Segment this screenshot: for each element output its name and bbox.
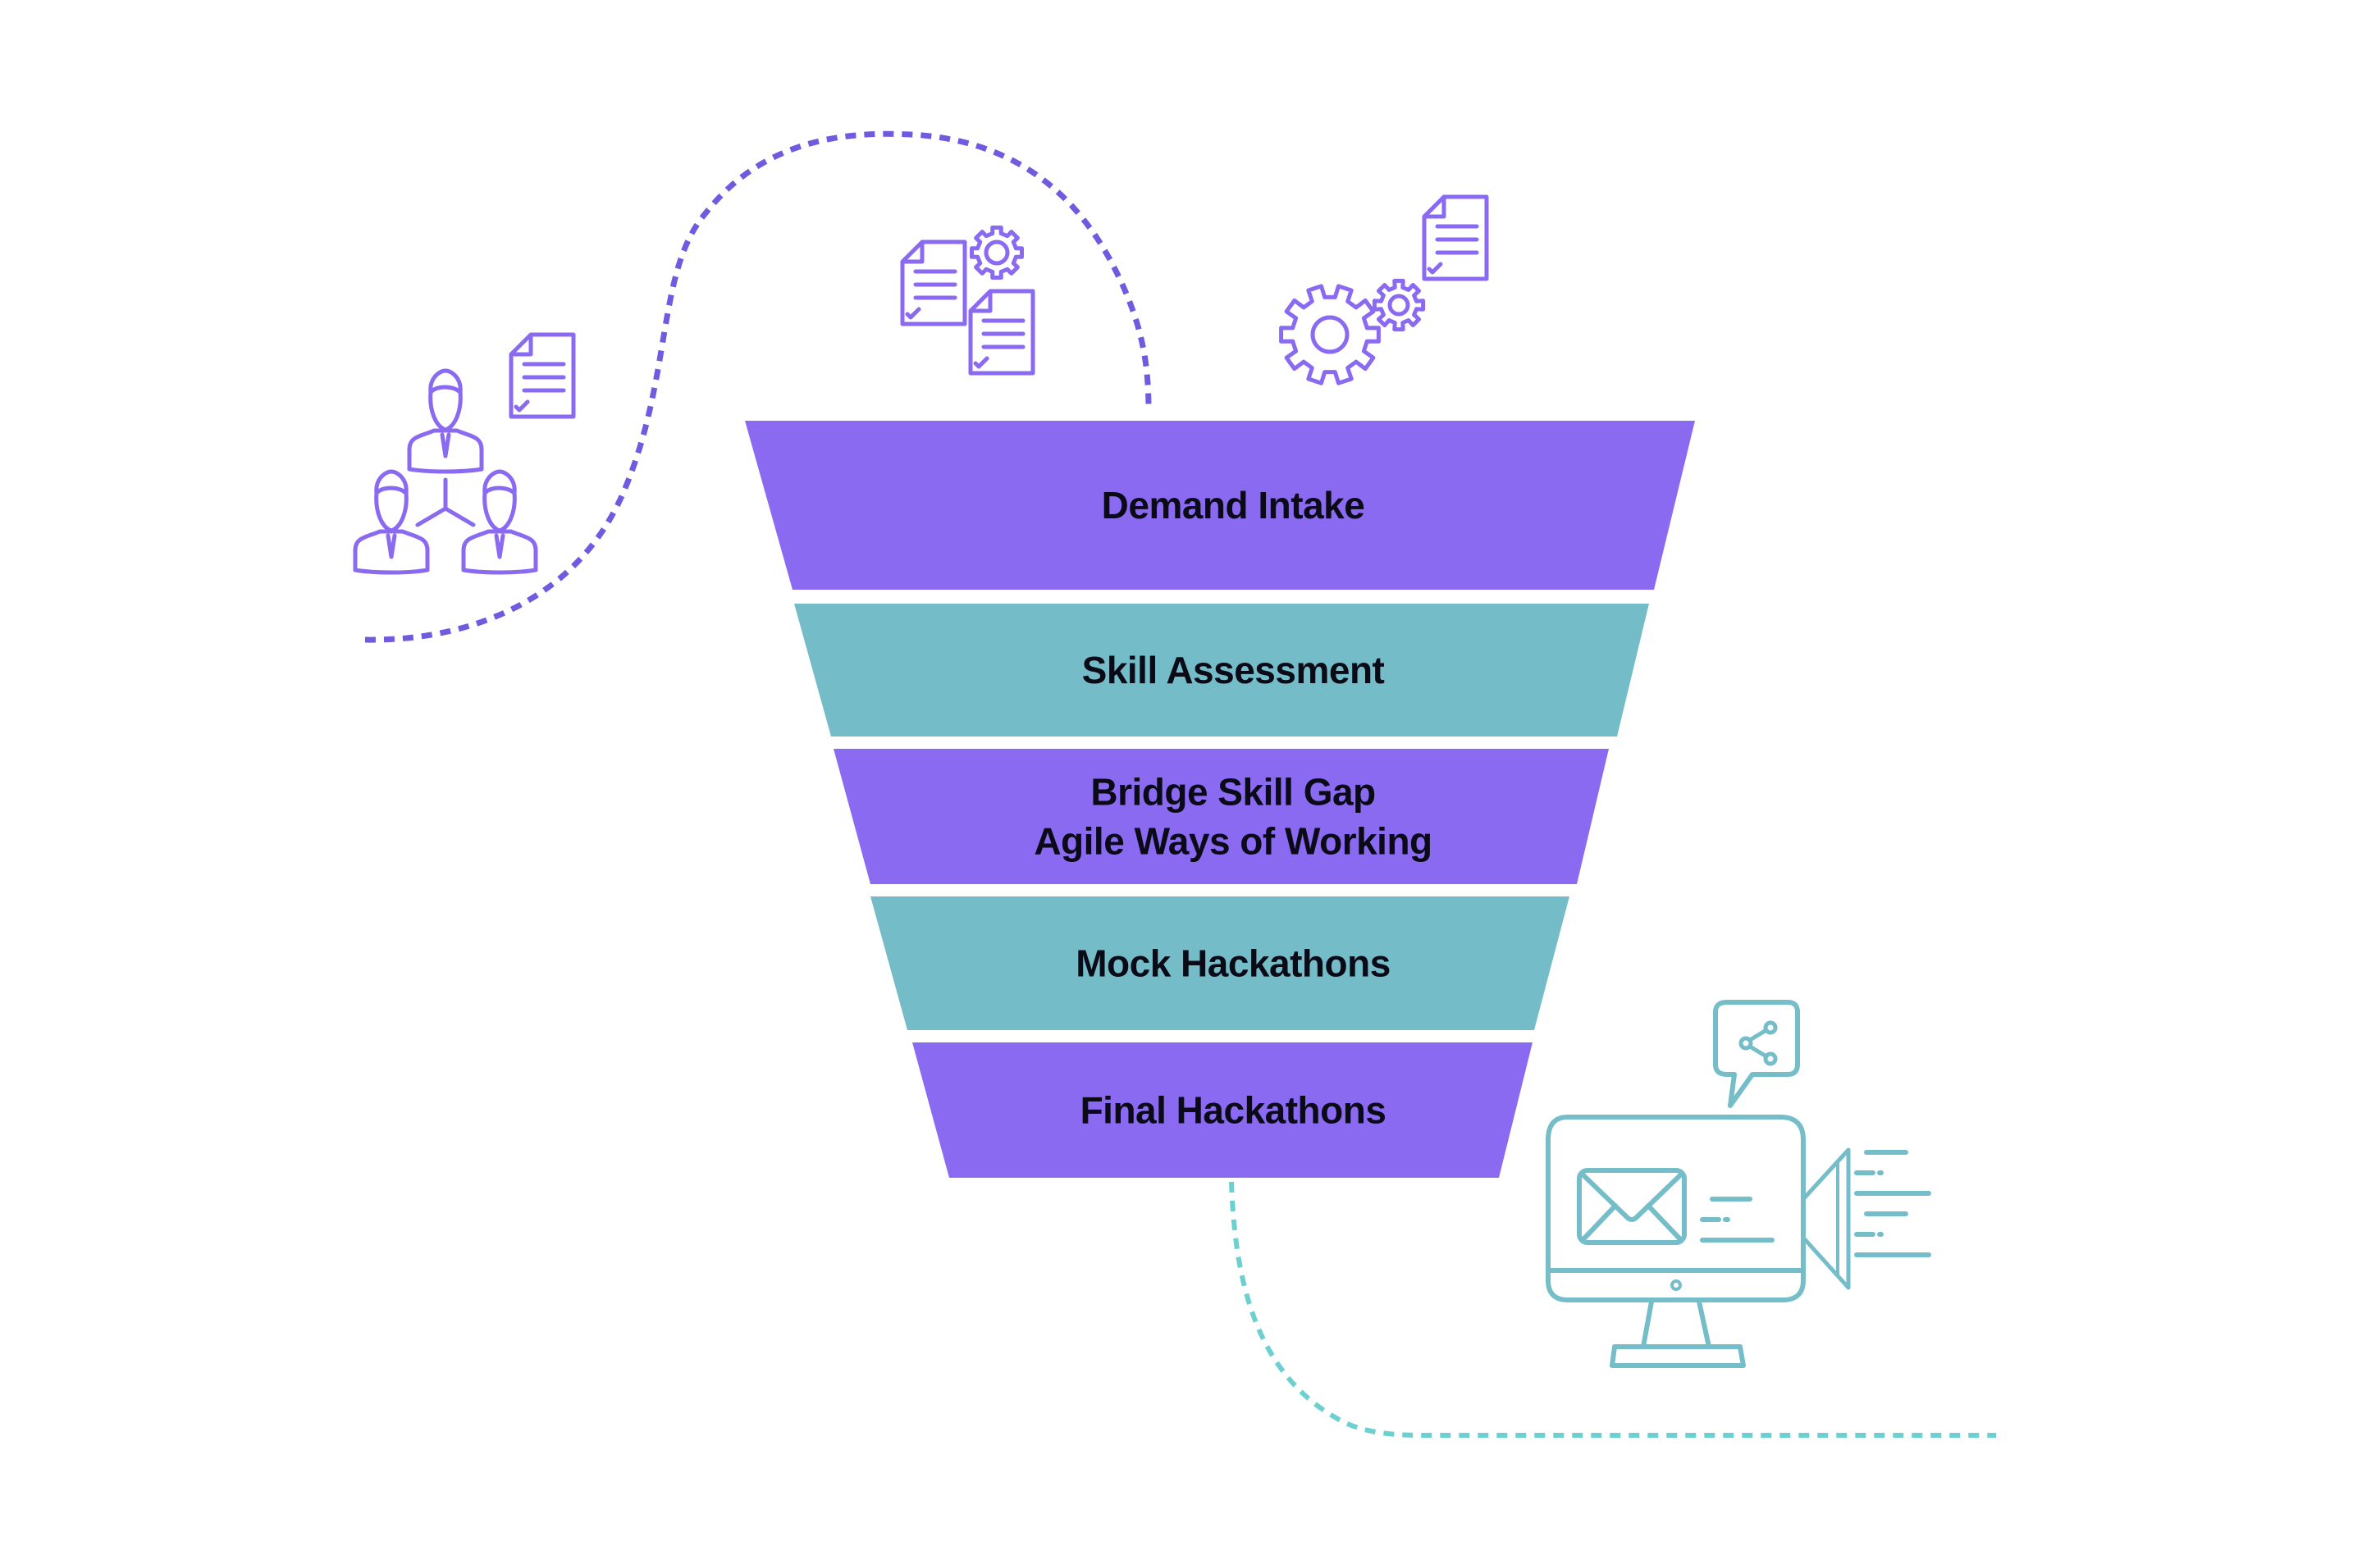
share-bubble-icon <box>1713 1000 1800 1108</box>
team-hierarchy-icon <box>353 368 538 575</box>
funnel-stage-label: Agile Ways of Working <box>1034 820 1432 863</box>
funnel-stage-label: Skill Assessment <box>1082 649 1385 691</box>
funnel-stage-label: Final Hackathons <box>1080 1089 1386 1132</box>
monitor-mail-share-icon <box>1546 1000 1931 1368</box>
funnel-stage-label: Mock Hackathons <box>1076 942 1391 985</box>
funnel-stage-shape <box>834 749 1609 884</box>
funnel-stage-1: Demand Intake <box>745 421 1695 590</box>
dashed-connector-teal <box>1229 1181 1996 1438</box>
funnel-stage-5: Final Hackathons <box>912 1042 1533 1178</box>
document-check-icon <box>509 332 576 419</box>
dashed-connector-purple <box>364 130 1152 643</box>
gears-document-icon <box>1279 194 1489 385</box>
funnel-stage-shape <box>745 421 1695 590</box>
envelope-icon <box>1577 1168 1687 1245</box>
gear-icon <box>1279 284 1381 385</box>
funnel-stage-shape <box>794 604 1649 737</box>
funnel-stage-2: Skill Assessment <box>794 604 1649 737</box>
gear-icon <box>1372 278 1426 332</box>
funnel-stage-shape <box>870 896 1569 1030</box>
funnel-stage-4: Mock Hackathons <box>870 896 1569 1030</box>
documents-gear-icon <box>900 226 1035 376</box>
funnel-stage-shape <box>912 1042 1533 1178</box>
funnel-stage-label: Bridge Skill Gap <box>1090 771 1375 814</box>
funnel-stage-label: Demand Intake <box>1102 484 1365 527</box>
